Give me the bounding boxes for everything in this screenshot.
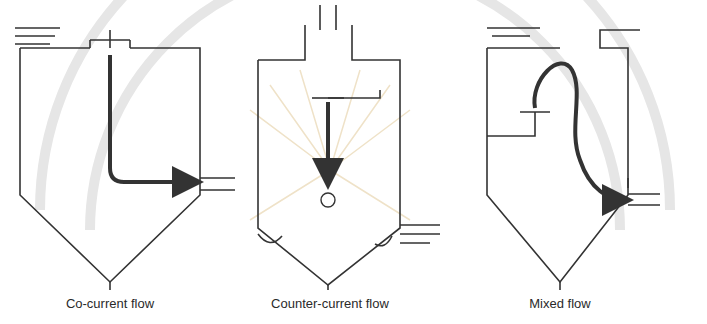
label-holder: Counter-current flow: [268, 294, 392, 312]
watermark-arcs: [40, 0, 670, 230]
label-holder: Mixed flow: [526, 294, 593, 312]
nozzle-circle: [321, 193, 335, 207]
watermark-rays: [250, 70, 410, 220]
caption-label: Counter-current flow: [268, 296, 392, 311]
caption-label: Co-current flow: [63, 296, 157, 311]
label-holder: Co-current flow: [63, 294, 157, 312]
flow-arrow: [326, 102, 330, 178]
flow-arrow: [534, 64, 622, 200]
flow-arrow: [110, 55, 192, 182]
co-current-chamber: [15, 28, 235, 290]
counter-current-chamber: [258, 5, 440, 290]
caption-label: Mixed flow: [526, 296, 593, 311]
mixed-flow-chamber: [487, 28, 660, 290]
